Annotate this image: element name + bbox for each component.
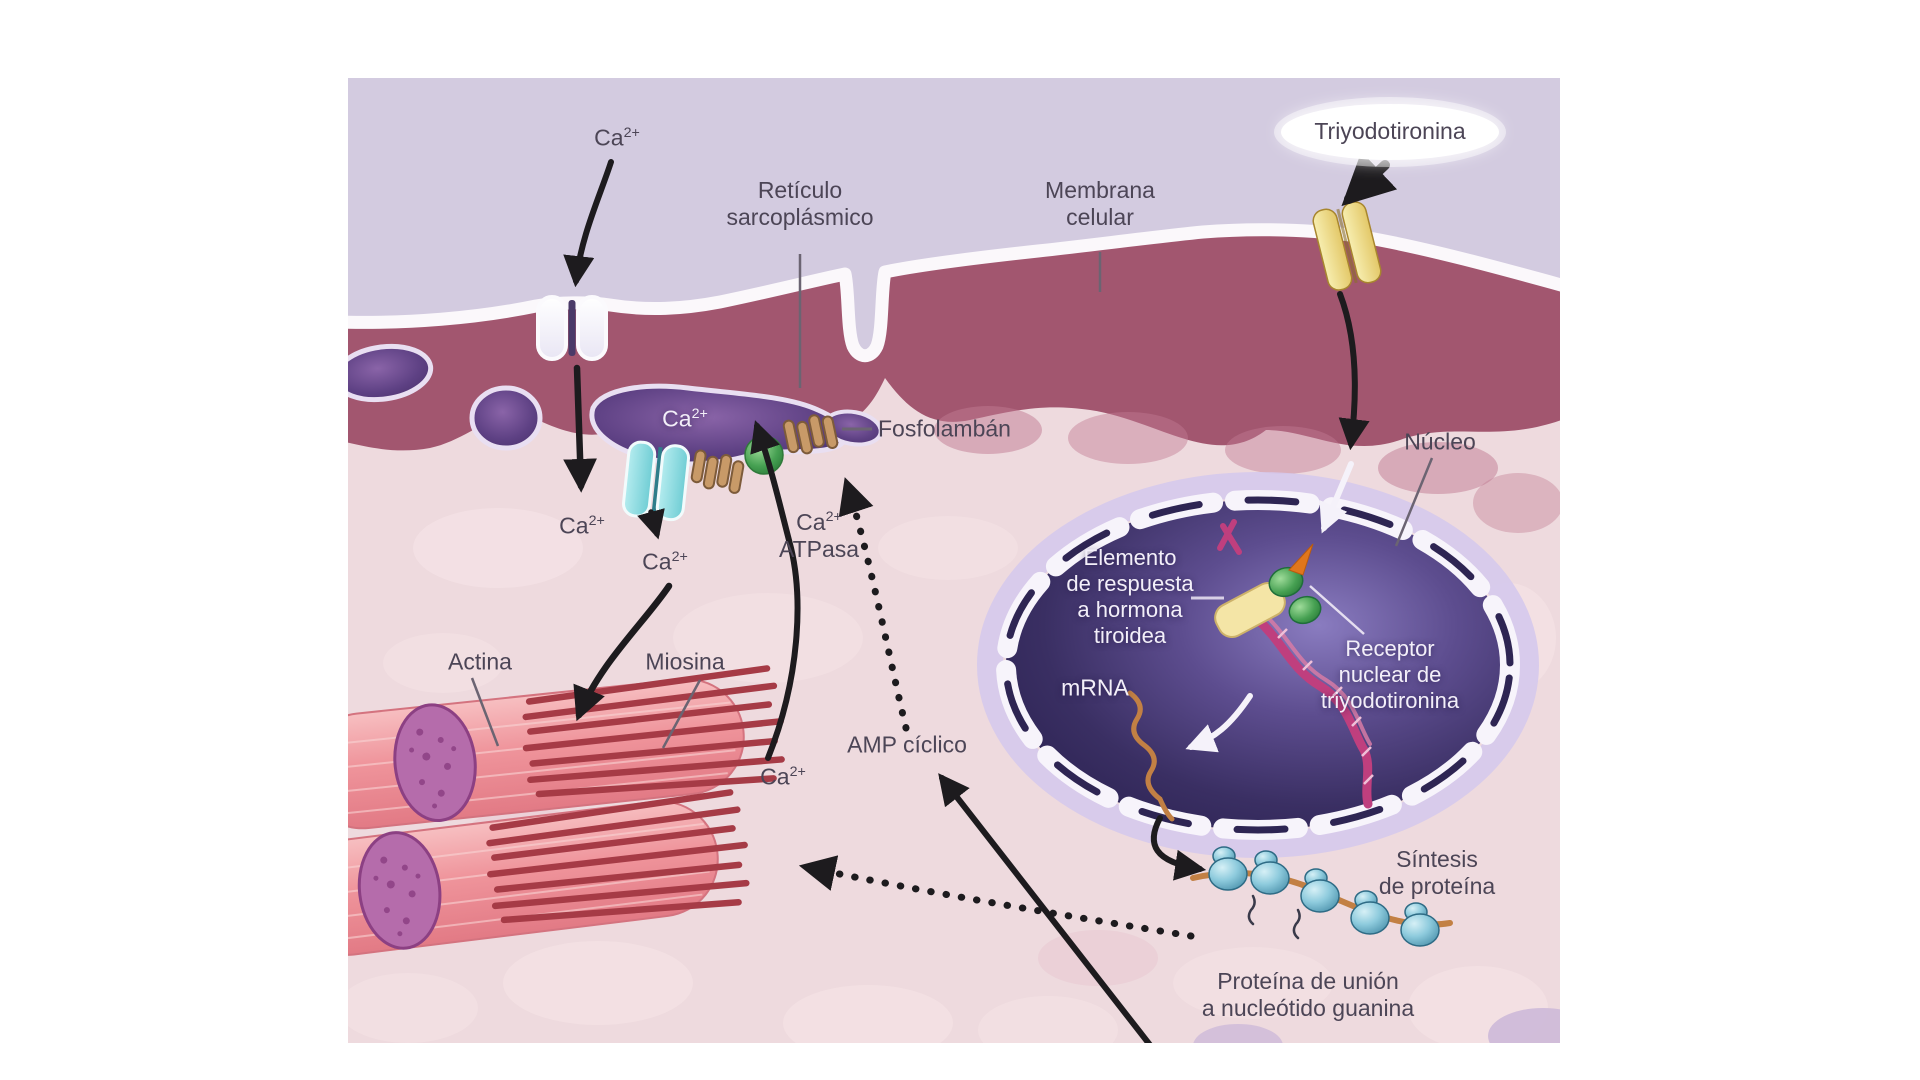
label-fosfolamban: Fosfolambán [878, 415, 1011, 442]
label-nucleo: Núcleo [1404, 428, 1476, 455]
phospholamban-coil [690, 449, 745, 494]
mrna-strand [1127, 690, 1175, 822]
arrow-camp-to-phospholamban-dashed [838, 477, 910, 732]
nuclear-pores [1002, 496, 1514, 834]
arrow-ca-sr-release [637, 508, 665, 540]
label-amp-ciclico: AMP cíclico [847, 731, 967, 758]
label-miosina: Miosina [645, 648, 725, 675]
nuclear-receptor-green [1268, 566, 1322, 625]
label-ca-sr-lumen: Ca2+ [662, 405, 708, 432]
intercalated-disc [393, 703, 477, 823]
pointer-miosina [661, 679, 702, 749]
arrow-ca-to-myofilaments [573, 582, 673, 722]
label-ca-release: Ca2+ [642, 548, 688, 575]
arrow-ca-extracellular-entry [563, 159, 614, 288]
myosin-stripes [522, 665, 785, 798]
phospholamban-coil [782, 414, 839, 455]
label-ca-myofilaments: Ca2+ [760, 763, 806, 790]
calcium-channel [536, 295, 608, 361]
dna-helix [1217, 519, 1374, 809]
t3-transporter-channel [1312, 201, 1382, 291]
label-actina: Actina [448, 648, 512, 675]
t3-hormone-triangle [1288, 543, 1314, 576]
label-ca-extracellular: Ca2+ [594, 124, 640, 151]
ribosome-chain [1190, 846, 1453, 947]
myofilament-bundle [348, 789, 750, 956]
intercalated-disc [357, 831, 442, 950]
nucleus [977, 472, 1539, 858]
arrow-t3-to-nucleus [1337, 291, 1370, 451]
label-triyodotironina: Triyodotironina [1314, 118, 1466, 145]
arrow-gprotein-to-camp [938, 773, 1153, 1043]
extracellular-space [348, 78, 1560, 356]
arrow-mrna-export [1150, 815, 1207, 881]
myosin-stripes [486, 789, 750, 924]
myofilament-bundle [348, 665, 785, 830]
pointer-nucleo [1394, 457, 1434, 547]
arrow-protein-to-myofilaments-dashed [798, 855, 1195, 940]
arrow-t3-entering-nucleus-white [1319, 461, 1354, 534]
arrow-t3-to-channel [1341, 151, 1398, 207]
pointer-actina [470, 677, 500, 747]
sr-release-channel [621, 440, 691, 522]
membrane-underside-lobes [934, 406, 1560, 533]
arrow-transcription-white [1185, 693, 1253, 753]
label-ca-atpasa: Ca2+ ATPasa [778, 508, 860, 562]
arrow-ca-into-cytosol [563, 364, 597, 493]
label-mrna: mRNA [1061, 674, 1129, 701]
arrow-ca-reuptake-atpase [750, 420, 801, 761]
triyodotironina-cloud: Triyodotironina [1281, 104, 1499, 160]
label-pointer-lines [470, 252, 1434, 749]
pointer-receptor [1309, 585, 1365, 635]
sarcoplasmic-reticulum [348, 343, 883, 467]
label-ca-entry: Ca2+ [559, 512, 605, 539]
diagram-artwork [348, 78, 1560, 1043]
